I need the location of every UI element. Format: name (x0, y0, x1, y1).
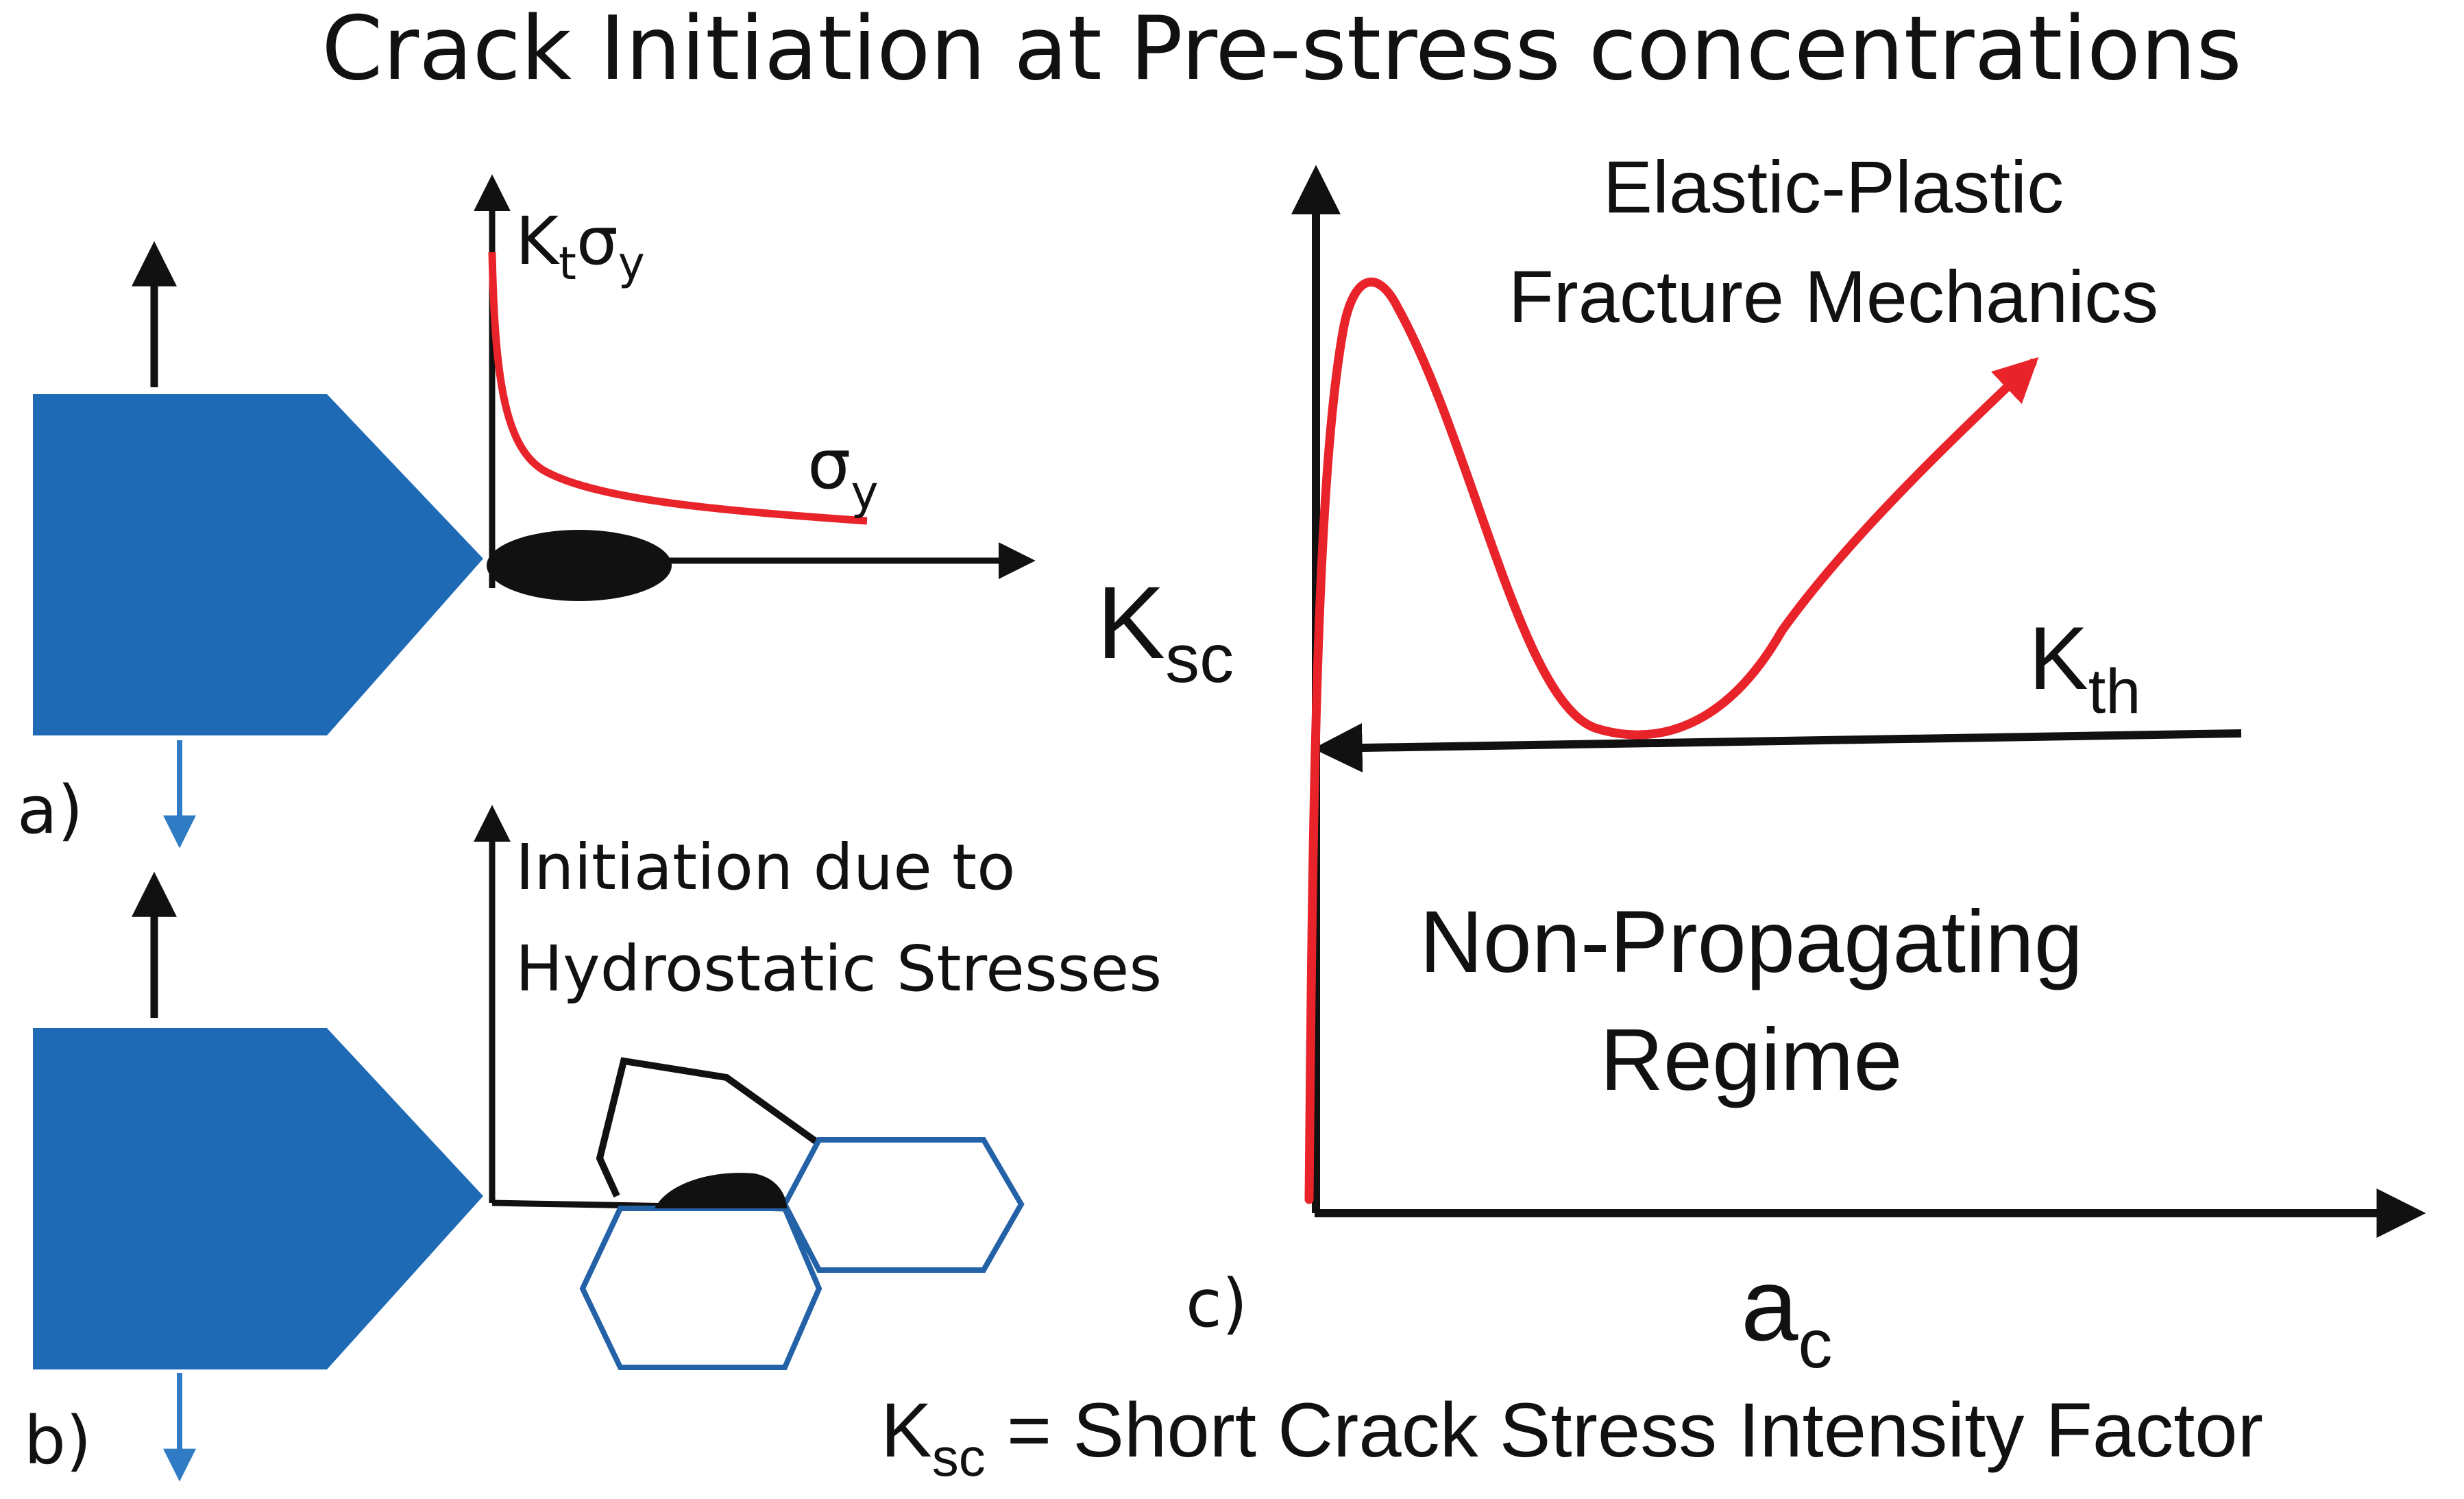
diagram-title: Crack Initiation at Pre-stress concentra… (321, 0, 2242, 100)
panel-b-label: b) (24, 1402, 91, 1479)
panel-a-curve-end-label: σy (807, 424, 879, 520)
panel-c-x-axis-label: ac (1741, 1247, 1832, 1382)
footnote-definition: Ksc = Short Crack Stress Intensity Facto… (881, 1387, 2263, 1487)
panel-c-ksc-curve (1304, 278, 2039, 1204)
panel-b-grain-boundary-hidden (787, 1139, 850, 1270)
panel-c: Ksc ac Kth Elastic-Plastic Fracture Mech… (1097, 145, 2426, 1382)
panel-a-notched-plate (33, 394, 483, 735)
panel-c-y-axis-label: Ksc (1097, 565, 1234, 697)
panel-a-label: a) (17, 772, 83, 849)
panel-c-lower-region-line2: Regime (1600, 1011, 1902, 1109)
panel-c-upper-region-line2: Fracture Mechanics (1509, 255, 2158, 338)
panel-a-stress-decay-curve (488, 252, 868, 525)
panel-c-upper-region-line1: Elastic-Plastic (1603, 145, 2064, 228)
panel-b-notched-plate (33, 1028, 483, 1369)
panel-c-lower-region-line1: Non-Propagating (1419, 893, 2083, 991)
panel-b-grain-lower-left (579, 1206, 822, 1370)
panel-b-annotation-line1: Initiation due to (515, 831, 1015, 904)
panel-b: Initiation due to Hydrostatic Stresses b… (24, 805, 1162, 1482)
panel-c-label: c) (1186, 1265, 1247, 1342)
panel-a: Ktσy σy a) (17, 174, 1036, 849)
panel-b-grain-upper-right (781, 1137, 1025, 1273)
panel-b-crack-nucleus (655, 1173, 787, 1208)
panel-a-curve-top-label: Ktσy (515, 203, 645, 290)
panel-b-black-grain-outline (596, 1057, 818, 1198)
panel-c-threshold-line (1313, 723, 2242, 773)
panel-b-annotation-line2: Hydrostatic Stresses (515, 932, 1162, 1006)
panel-c-threshold-label: Kth (2029, 608, 2140, 727)
panel-a-crack-ellipse (487, 530, 672, 601)
